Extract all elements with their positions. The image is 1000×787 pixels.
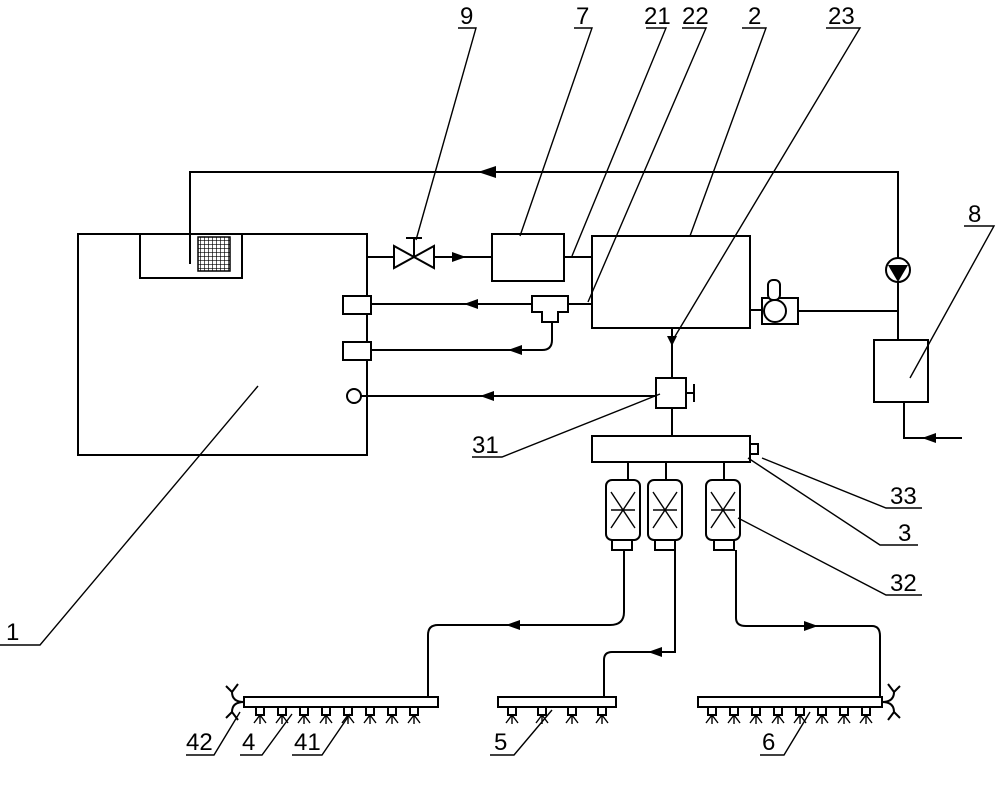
nozzle [815,706,829,724]
label-6: 6 [762,729,775,756]
valve-31 [361,328,695,436]
nozzle [595,706,609,724]
nozzle [253,706,267,724]
label-9: 9 [460,3,473,30]
nozzle [859,706,873,724]
label-2: 2 [748,3,761,30]
filter-b [647,479,683,551]
nozzle [837,706,851,724]
nozzle [407,706,421,724]
spray-bar-5 [497,696,617,708]
label-41: 41 [294,729,321,756]
label-3: 3 [898,520,911,547]
nozzle [297,706,311,724]
filters-32 [605,479,741,551]
unit-2 [591,235,898,329]
nozzle [749,706,763,724]
label-33: 33 [890,483,917,510]
label-1: 1 [6,619,19,646]
nozzles [253,706,873,724]
valve-9 [367,237,492,270]
labels: 1 9 7 21 22 2 23 8 31 33 3 32 42 4 41 5 … [6,3,981,756]
nozzle [341,706,355,724]
label-22: 22 [682,3,709,30]
nozzle [363,706,377,724]
label-5: 5 [494,729,507,756]
label-8: 8 [968,201,981,228]
manifold-3 [591,435,759,480]
label-23: 23 [828,3,855,30]
nozzle [565,706,579,724]
unit-7 [491,233,592,282]
tank-1 [77,233,372,456]
return-line-top [189,166,899,264]
nozzle [705,706,719,724]
spray-bar-6 [697,683,901,721]
filter-c [705,479,741,551]
filter-a [605,479,641,551]
fitting-22 [371,295,592,355]
unit-8 [873,257,962,443]
nozzle [771,706,785,724]
label-7: 7 [576,3,589,30]
label-31: 31 [472,432,499,459]
label-42: 42 [186,729,213,756]
label-21: 21 [644,3,671,30]
spray-bar-4 [225,683,439,721]
label-4: 4 [242,729,255,756]
nozzle [793,706,807,724]
leader-lines [0,27,996,756]
pipes-to-bars [427,550,881,697]
nozzle [727,706,741,724]
nozzle [319,706,333,724]
nozzle [505,706,519,724]
nozzle [385,706,399,724]
nozzle [275,706,289,724]
label-32: 32 [890,570,917,597]
